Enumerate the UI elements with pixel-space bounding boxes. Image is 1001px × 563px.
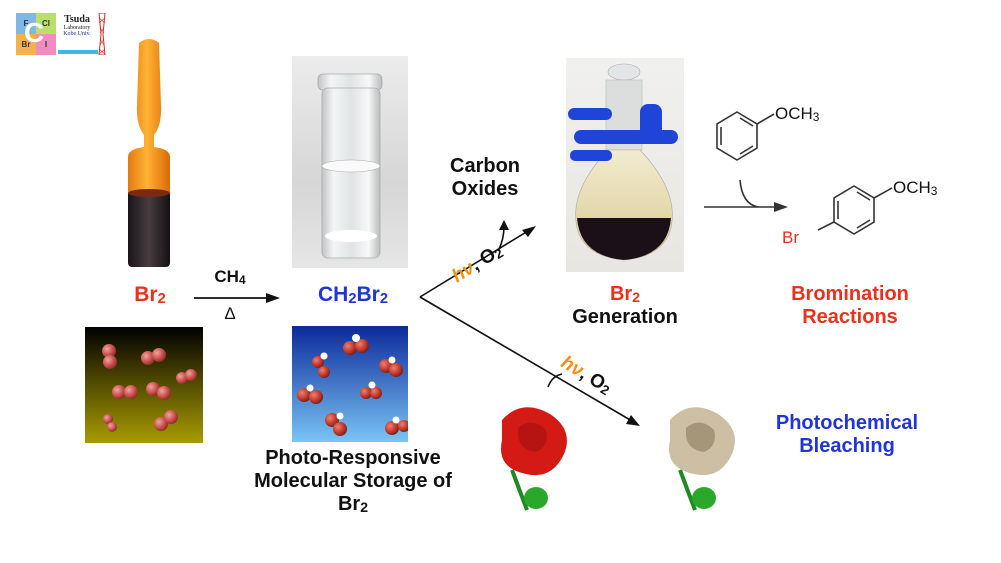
reagent-ch4-label: CH4 (205, 267, 255, 287)
arrow-upper (419, 230, 529, 298)
tsuda-lab-logo: F Cl Br I C Tsuda Laboratory Kobe Univ. (16, 13, 106, 55)
ch2br2-vial-image (292, 56, 408, 268)
reagent-ch4-main: CH (214, 267, 239, 286)
br2-label: Br2 (110, 283, 190, 308)
br2-label-main: Br (134, 283, 158, 306)
anisole-och3-main: OCH (775, 104, 813, 123)
storage-caption-line-2: Molecular Storage of (254, 470, 452, 492)
bleached-rose-image (669, 407, 735, 511)
carbon-oxides-label: Carbon Oxides (432, 155, 538, 201)
product-och3-main: OCH (893, 178, 931, 197)
arrowhead-icon (626, 415, 640, 426)
storage-caption-br-sub: 2 (360, 499, 369, 516)
carbon-oxides-line-2: Oxides (451, 178, 519, 200)
br2-ampoule-image (128, 39, 170, 267)
product-och3-label: OCH3 (893, 178, 937, 198)
arrowhead-icon (774, 202, 788, 212)
br2-generation-flask-image (566, 58, 684, 272)
ch2br2-molecule-model-image (292, 326, 408, 442)
logo-periodic-grid: F Cl Br I C (16, 13, 56, 55)
photochemical-bleaching-label: Photochemical Bleaching (760, 412, 934, 458)
logo-line-2: Laboratory (63, 25, 91, 31)
ch2br2-molecules (297, 334, 408, 436)
arrowhead-icon (266, 293, 280, 303)
logo-center-letter: C (24, 17, 45, 48)
logo-line-3: Kobe Univ. (63, 31, 91, 37)
logo-cell-i: I (36, 34, 56, 55)
bromination-line-2: Reactions (802, 306, 898, 328)
branch-arrows (419, 220, 640, 426)
ch2br2-sub-2: 2 (379, 291, 389, 308)
br2-generation-br: Br (609, 283, 633, 305)
reagent-curve (739, 179, 759, 208)
red-rose-image (501, 407, 567, 511)
logo-cell-cl: Cl (36, 13, 56, 34)
ch2br2-sub-1: 2 (348, 291, 357, 308)
logo-text: Tsuda Laboratory Kobe Univ. (58, 14, 96, 37)
arrowhead-icon (522, 226, 536, 237)
bromoanisole-structure (817, 185, 893, 235)
storage-caption-line-3: Br2 (222, 493, 484, 516)
bromination-scheme (704, 111, 893, 235)
product-br-label: Br (782, 228, 799, 247)
carbon-oxides-line-1: Carbon (450, 155, 520, 177)
ch2br2-part-2: Br (356, 283, 380, 306)
photochemical-line-1: Photochemical (775, 412, 919, 434)
logo-bar (58, 50, 98, 54)
anisole-och3-sub: 3 (812, 109, 820, 124)
bromination-reactions-label: Bromination Reactions (770, 283, 930, 329)
storage-caption: Photo-Responsive Molecular Storage of Br… (222, 447, 484, 516)
br2-generation-line-1: Br2 (560, 283, 690, 306)
br2-label-sub: 2 (157, 291, 166, 308)
arrow-lower (419, 296, 633, 422)
reagent-heat-label: Δ (224, 304, 236, 323)
storage-caption-line-1: Photo-Responsive (265, 447, 441, 469)
blue-glove (568, 104, 678, 161)
br2-molecule-model-image (85, 327, 203, 443)
br2-generation-line-2: Generation (572, 306, 678, 328)
logo-cell-f: F (16, 13, 36, 34)
anisole-och3-label: OCH3 (775, 104, 819, 124)
reaction-arrow-1 (194, 293, 280, 303)
br2-molecules (102, 344, 197, 432)
bleaching-curve (547, 373, 563, 388)
product-och3-sub: 3 (930, 183, 938, 198)
br2-generation-sub: 2 (632, 289, 641, 306)
storage-caption-br: Br (337, 493, 361, 515)
br2-generation-label: Br2 Generation (560, 283, 690, 329)
anisole-structure (716, 111, 775, 161)
ch2br2-label: CH2Br2 (300, 283, 406, 308)
logo-line-1: Tsuda (64, 14, 90, 25)
photochemical-line-2: Bleaching (799, 435, 895, 457)
reagent-ch4-sub: 4 (238, 272, 246, 287)
bromination-line-1: Bromination (791, 283, 909, 305)
ch2br2-part-1: CH (317, 283, 349, 306)
logo-cell-br: Br (16, 34, 36, 55)
arrowhead-icon (499, 220, 509, 230)
kobe-tower-icon (98, 13, 106, 55)
